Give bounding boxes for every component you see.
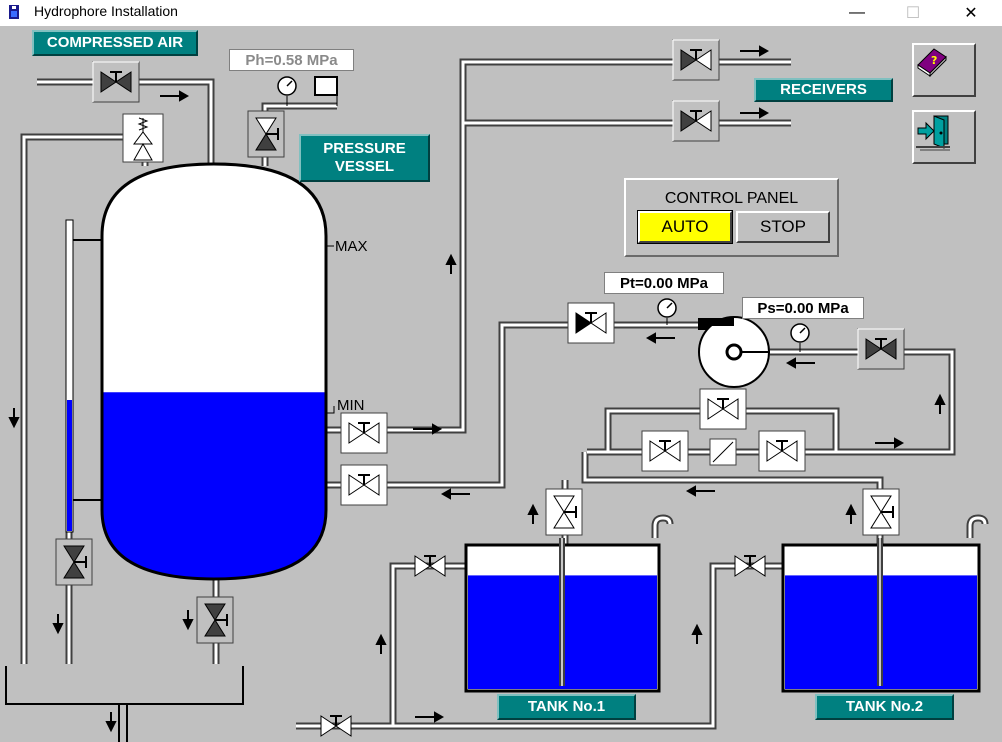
pressure-vessel-label: PRESSURE VESSEL xyxy=(299,134,430,182)
app-icon xyxy=(9,5,19,19)
tank2-fill-valve[interactable] xyxy=(734,555,766,577)
close-button[interactable]: ✕ xyxy=(964,5,978,22)
pressure-gauge-ps xyxy=(790,323,810,352)
arrow-right xyxy=(875,437,905,449)
suction-pressure-readout: Ps=0.00 MPa xyxy=(742,297,864,319)
discharge-pressure-readout: Pt=0.00 MPa xyxy=(604,272,724,294)
arrow-up xyxy=(527,503,539,524)
arrow-right xyxy=(740,45,770,57)
arrow-right xyxy=(740,107,770,119)
vessel-top-valve[interactable] xyxy=(247,110,285,158)
receiver-valve-1[interactable] xyxy=(672,39,720,81)
stop-button[interactable]: STOP xyxy=(736,211,830,243)
tank1-suction-valve[interactable] xyxy=(545,488,583,536)
pump-suction-valve[interactable] xyxy=(857,328,905,370)
arrow-right xyxy=(415,711,445,723)
vessel-water-level xyxy=(102,392,326,579)
pressure-vessel xyxy=(65,162,335,581)
process-diagram: COMPRESSED AIR PRESSURE VESSEL RECEIVERS… xyxy=(0,26,1002,742)
arrow-left xyxy=(685,485,715,497)
vessel-inlet-valve[interactable] xyxy=(340,464,388,506)
pump[interactable] xyxy=(698,316,770,388)
tank2-label: TANK No.2 xyxy=(815,694,954,720)
pressure-gauge-pt xyxy=(657,298,677,325)
svg-text:?: ? xyxy=(931,54,937,67)
compressed-air-label: COMPRESSED AIR xyxy=(32,30,198,56)
vessel-pressure-readout: Ph=0.58 MPa xyxy=(229,49,354,71)
pressure-vessel-label-line2: VESSEL xyxy=(334,158,395,175)
main-supply-valve[interactable] xyxy=(320,715,352,737)
help-book-icon: ? xyxy=(917,48,947,77)
arrow-right xyxy=(413,423,443,435)
auto-button[interactable]: AUTO xyxy=(637,210,733,244)
arrow-right xyxy=(160,90,190,102)
pressure-vessel-label-line1: PRESSURE xyxy=(323,140,406,157)
arrow-up xyxy=(375,633,387,654)
pump-discharge-valve[interactable] xyxy=(567,302,615,344)
exit-door-icon xyxy=(916,115,950,151)
manifold-valve-left[interactable] xyxy=(641,430,689,472)
level-gauge-tube xyxy=(65,219,74,533)
exit-button[interactable] xyxy=(912,110,976,164)
piping-diagram xyxy=(5,39,989,742)
manifold-valve-right[interactable] xyxy=(758,430,806,472)
arrow-down xyxy=(105,712,117,733)
maximize-button[interactable]: ☐ xyxy=(905,5,921,22)
minimize-button[interactable]: — xyxy=(849,4,865,21)
tank1-fill-valve[interactable] xyxy=(414,555,446,577)
arrow-up xyxy=(845,503,857,524)
pressure-gauge-vessel xyxy=(277,76,338,106)
title-bar: Hydrophore Installation — ☐ ✕ xyxy=(0,0,1002,26)
receivers-label: RECEIVERS xyxy=(754,78,893,102)
arrow-left xyxy=(440,488,470,500)
gauge-drain-valve[interactable] xyxy=(55,538,93,586)
help-button[interactable]: ? xyxy=(912,43,976,97)
min-level-label: MIN xyxy=(337,397,365,414)
vessel-outlet-valve[interactable] xyxy=(340,412,388,454)
arrow-up xyxy=(691,623,703,644)
arrow-down xyxy=(8,408,20,429)
control-panel: CONTROL PANEL AUTO STOP xyxy=(624,178,839,257)
max-level-label: MAX xyxy=(335,238,368,255)
safety-valve[interactable] xyxy=(122,113,164,163)
control-panel-title: CONTROL PANEL xyxy=(664,190,799,207)
arrow-left xyxy=(785,357,815,369)
manifold-bypass-valve[interactable] xyxy=(699,388,747,430)
vessel-drain-valve[interactable] xyxy=(196,596,234,644)
tank1-label: TANK No.1 xyxy=(497,694,636,720)
arrow-left xyxy=(645,332,675,344)
arrow-down xyxy=(182,610,194,631)
arrow-up xyxy=(934,393,946,414)
window-title: Hydrophore Installation xyxy=(34,3,178,19)
tank-2 xyxy=(781,538,981,693)
tank-1 xyxy=(464,538,661,693)
arrow-down xyxy=(52,614,64,635)
compressed-air-valve[interactable] xyxy=(92,61,140,103)
flow-arrows xyxy=(8,45,946,733)
tank2-suction-valve[interactable] xyxy=(862,488,900,536)
arrow-up xyxy=(445,253,457,274)
filter xyxy=(709,438,737,466)
receiver-valve-2[interactable] xyxy=(672,100,720,142)
